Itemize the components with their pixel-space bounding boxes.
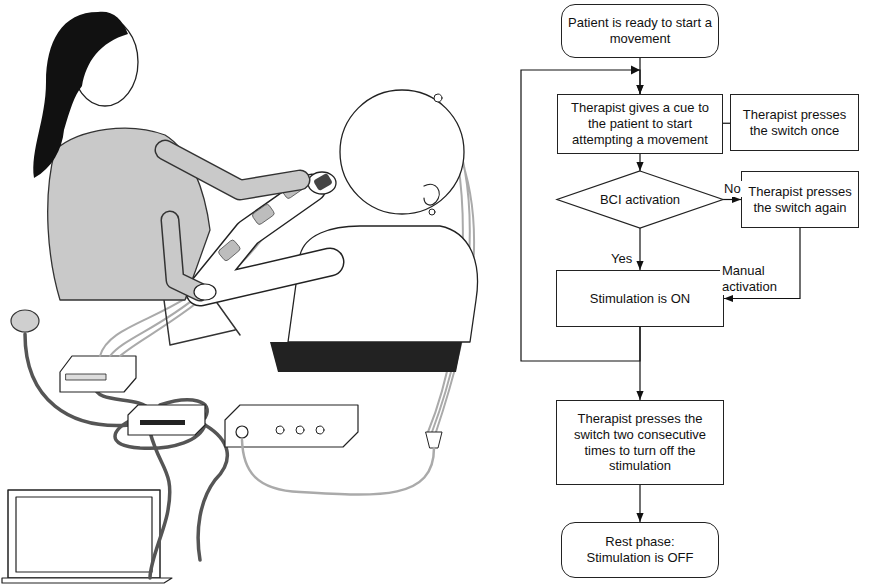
therapist-arm-outline: [165, 150, 300, 190]
stimulator-box: [60, 356, 136, 392]
edge-label: No: [722, 181, 743, 197]
edge-label: Yes: [609, 251, 634, 267]
therapist-hand: [194, 284, 216, 300]
patient-arm-outline: [200, 188, 330, 292]
patient-head: [340, 90, 464, 214]
diamond-shape: [557, 171, 723, 228]
process-box: Stimulation is ON: [556, 270, 724, 327]
flow-arrow: [639, 228, 640, 270]
interface-box: [128, 405, 205, 435]
stim-electrode: [251, 203, 275, 225]
flow-arrow: [723, 199, 741, 200]
stimulator-panel: [66, 374, 106, 380]
terminal-box: Rest phase: Stimulation is OFF: [561, 522, 719, 578]
amplifier-knob: [276, 426, 284, 434]
process-box: Therapist presses the switch again: [741, 171, 859, 228]
node-text: Therapist presses the switch two consecu…: [563, 411, 717, 474]
eeg-plug: [426, 432, 442, 448]
stim-electrode: [217, 239, 241, 262]
text-wrap: Therapist presses the switch once: [737, 107, 852, 139]
laptop-screen: [8, 490, 160, 578]
flow-arrow: [723, 123, 730, 124]
stim-electrode: [313, 173, 333, 191]
decision-diamond: BCI activation: [557, 171, 723, 228]
node-text: Stimulation is ON: [590, 291, 690, 307]
text-wrap: Therapist presses the switch two consecu…: [563, 411, 717, 474]
flow-arrow: [639, 485, 640, 522]
text-wrap: BCI activation: [600, 192, 680, 208]
text-wrap: Stimulation is ON: [590, 291, 690, 307]
laptop-base: [2, 578, 172, 583]
device-cable: [95, 386, 207, 448]
eeg-electrode: [434, 94, 442, 102]
node-text: Rest phase: Stimulation is OFF: [580, 534, 700, 566]
flow-arrow: [639, 154, 640, 171]
patient-body: [288, 226, 478, 342]
device-cable: [198, 425, 227, 560]
amplifier-knob: [316, 426, 324, 434]
push-switch: [11, 310, 39, 332]
node-text: BCI activation: [600, 192, 680, 208]
interface-slot: [140, 420, 185, 425]
patient-ear: [424, 184, 439, 205]
amplifier-knob: [296, 426, 304, 434]
node-text: Therapist presses the switch again: [747, 184, 853, 216]
patient-seat: [270, 342, 462, 372]
node-text: Therapist presses the switch once: [737, 107, 852, 139]
therapist-hair: [33, 12, 128, 178]
laptop-display: [16, 497, 152, 572]
patient-arm: [200, 188, 330, 292]
therapist-arm: [165, 150, 300, 190]
process-box: Therapist gives a cue to the patient to …: [557, 94, 723, 154]
therapist-arm-outline: [170, 220, 200, 292]
edge-label: Manual activation: [720, 263, 794, 295]
amplifier-knob: [236, 426, 248, 438]
process-box: Therapist presses the switch two consecu…: [556, 400, 724, 485]
text-wrap: Therapist presses the switch again: [747, 184, 853, 216]
eeg-amplifier: [225, 405, 358, 447]
eeg-cable: [242, 440, 434, 495]
patient-hand: [308, 172, 336, 194]
merge-arrow-head: [631, 66, 640, 75]
therapist-arm: [170, 220, 200, 292]
flow-arrow: [639, 327, 640, 400]
node-text: Patient is ready to start a movement: [568, 15, 712, 47]
ear-electrode: [429, 209, 435, 215]
scene: [2, 12, 478, 583]
text-wrap: Therapist gives a cue to the patient to …: [564, 100, 716, 148]
node-text: Therapist gives a cue to the patient to …: [564, 100, 716, 148]
text-wrap: Patient is ready to start a movement: [568, 15, 712, 47]
terminal-box: Patient is ready to start a movement: [561, 4, 719, 58]
text-wrap: Rest phase: Stimulation is OFF: [580, 534, 700, 566]
laptop-cable: [150, 432, 170, 578]
process-box: Therapist presses the switch once: [730, 94, 859, 151]
